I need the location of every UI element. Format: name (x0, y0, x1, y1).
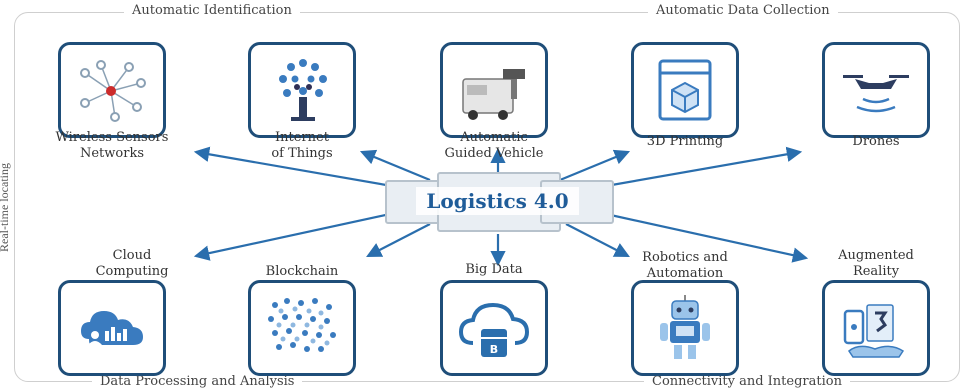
card-drones (822, 42, 930, 138)
network-nodes-icon (80, 60, 146, 122)
big-data-cloud-icon: B (458, 302, 530, 357)
card-big-data: B (440, 280, 548, 376)
label-big-data: Big Data (465, 262, 523, 277)
label-3d-printing: 3D Printing (646, 134, 724, 149)
big-data-badge: B (490, 343, 498, 356)
drone-icon (843, 75, 909, 113)
category-real-time-locating: Real-time locating (0, 159, 12, 256)
label-wireless-sensors: Wireless Sensors Networks (55, 130, 169, 161)
label-cloud-computing: Cloud Computing (95, 248, 169, 279)
card-wireless-sensors (58, 42, 166, 138)
augmented-reality-icon (843, 304, 905, 358)
label-automatic-guided-vehicle: Automatic Guided Vehicle (444, 130, 544, 161)
card-augmented-reality (822, 280, 930, 376)
category-automatic-data-collection: Automatic Data Collection (648, 3, 838, 18)
agv-icon (462, 69, 525, 120)
3d-printer-icon (658, 59, 712, 121)
center-hub: Logistics 4.0 (385, 172, 614, 232)
card-cloud-computing (58, 280, 166, 376)
card-automatic-guided-vehicle (440, 42, 548, 138)
label-internet-of-things: Internet of Things (271, 130, 333, 161)
label-blockchain: Blockchain (265, 264, 339, 279)
label-augmented-reality: Augmented Reality (838, 248, 914, 279)
diagram-frame (14, 12, 960, 382)
card-blockchain (248, 280, 356, 376)
center-title: Logistics 4.0 (416, 187, 579, 215)
label-robotics-automation: Robotics and Automation (642, 250, 728, 281)
blockchain-icon (268, 298, 336, 352)
category-automatic-identification: Automatic Identification (124, 3, 300, 18)
iot-tree-icon (279, 59, 327, 121)
card-internet-of-things (248, 42, 356, 138)
cloud-computing-icon (81, 311, 143, 345)
robot-icon (660, 295, 710, 359)
category-connectivity-integration: Connectivity and Integration (644, 374, 850, 389)
card-robotics-automation (631, 280, 739, 376)
category-data-processing: Data Processing and Analysis (92, 374, 303, 389)
card-3d-printing (631, 42, 739, 138)
label-drones: Drones (852, 134, 900, 149)
